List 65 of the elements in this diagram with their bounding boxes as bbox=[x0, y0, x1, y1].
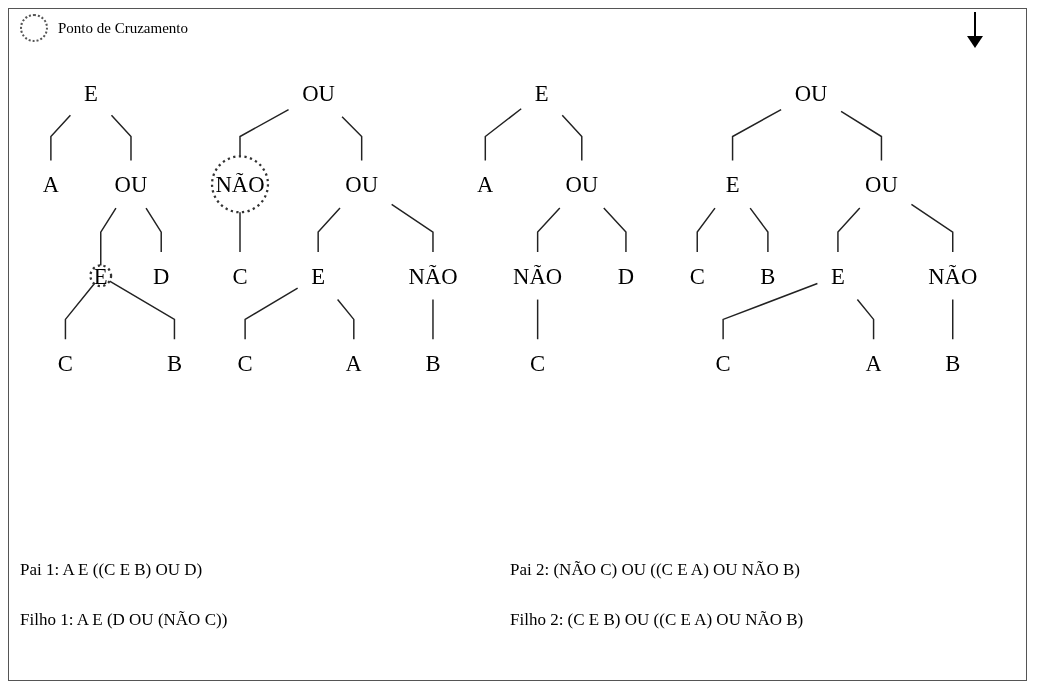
node-text: C bbox=[232, 263, 248, 289]
node-text: D bbox=[153, 263, 170, 289]
node-text: NÃO bbox=[928, 263, 978, 289]
node-text: B bbox=[945, 350, 961, 376]
node-text: E bbox=[84, 80, 98, 106]
expression-caption: Pai 2: (NÃO C) OU ((C E A) OU NÃO B) bbox=[510, 560, 801, 580]
node-text: E bbox=[534, 80, 549, 106]
connector bbox=[390, 203, 434, 253]
connector bbox=[50, 114, 72, 162]
connector bbox=[952, 298, 954, 340]
connector bbox=[722, 282, 819, 340]
connector bbox=[244, 287, 299, 340]
connector bbox=[910, 203, 954, 253]
node-text: OU bbox=[565, 171, 599, 197]
node-text: E bbox=[831, 263, 845, 289]
connector bbox=[145, 207, 162, 253]
node-text: OU bbox=[794, 80, 828, 106]
node-text: C bbox=[689, 263, 705, 289]
connector bbox=[64, 283, 95, 340]
connector bbox=[731, 108, 782, 162]
connector bbox=[856, 298, 875, 340]
connector bbox=[432, 298, 434, 340]
connector bbox=[110, 114, 132, 162]
connector bbox=[749, 207, 769, 253]
connector bbox=[561, 114, 583, 162]
node-text: B bbox=[166, 350, 183, 376]
node-text: OU bbox=[114, 171, 148, 197]
node-text: E bbox=[311, 263, 326, 289]
node-text: NÃO bbox=[513, 263, 563, 289]
node-text: C bbox=[57, 350, 73, 376]
node-text: OU bbox=[345, 171, 379, 197]
connector bbox=[100, 207, 117, 267]
expression-caption: Pai 1: A E ((C E B) OU D) bbox=[20, 560, 204, 580]
node-circle: NÃO bbox=[210, 155, 270, 214]
node-text: A bbox=[345, 350, 362, 376]
legend-text: Ponto de Cruzamento bbox=[58, 19, 188, 37]
connector bbox=[696, 207, 716, 253]
connector bbox=[317, 207, 341, 253]
connector bbox=[239, 211, 241, 253]
node-text: C bbox=[715, 350, 731, 376]
node-text: NÃO bbox=[408, 263, 458, 289]
expression-caption: Filho 2: (C E B) OU ((C E A) OU NÃO B) bbox=[510, 610, 805, 630]
connector bbox=[536, 207, 561, 253]
connector bbox=[840, 110, 883, 162]
connector bbox=[837, 207, 861, 253]
connector bbox=[108, 280, 176, 340]
node-text: A bbox=[42, 171, 60, 197]
node-text: B bbox=[760, 263, 776, 289]
node-text: A bbox=[477, 171, 494, 197]
node-text: OU bbox=[302, 80, 335, 106]
node-circle: E bbox=[89, 264, 113, 288]
connector bbox=[336, 298, 355, 340]
node-text: A bbox=[865, 350, 882, 376]
connector bbox=[536, 298, 539, 340]
connector bbox=[484, 108, 522, 162]
node-text: C bbox=[237, 350, 253, 376]
connector bbox=[603, 207, 627, 253]
node-text: E bbox=[725, 171, 740, 197]
connector bbox=[239, 108, 290, 158]
expression-caption: Filho 1: A E (D OU (NÃO C)) bbox=[20, 610, 229, 630]
connector bbox=[341, 115, 363, 162]
node-text: D bbox=[617, 263, 635, 289]
node-text: B bbox=[425, 350, 441, 376]
node-text: C bbox=[530, 350, 546, 376]
node-text: OU bbox=[865, 171, 898, 197]
